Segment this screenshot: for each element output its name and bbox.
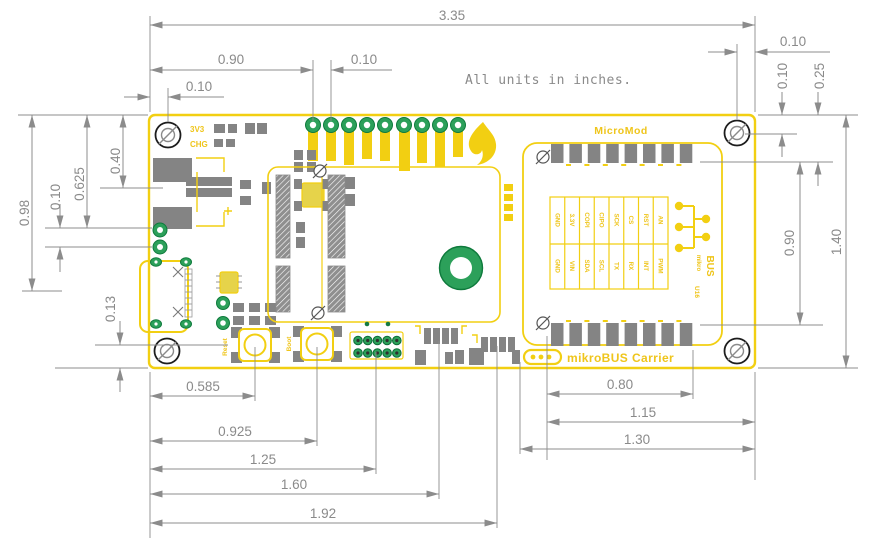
micromod-badge-icon [522, 348, 563, 366]
dim-left-to-pads2: 1.92 [310, 506, 336, 521]
mikrobus-pin-labels: GND 3.3V COPI CIPO SCK CS RST AN GND VIN… [553, 212, 663, 273]
mikro-label: mikro [695, 255, 701, 272]
left-edge-holes [152, 222, 230, 330]
mounting-hole-bottom-left [153, 337, 181, 365]
svg-text:PWM: PWM [657, 258, 664, 273]
boot-button: Boot [286, 326, 342, 362]
dim-usb-bottom: 0.98 [17, 200, 32, 226]
units-note: All units in inches. [465, 73, 632, 88]
silk-3v3-label: 3V3 [190, 125, 205, 134]
dim-qwiic-pitch: 0.10 [48, 184, 63, 210]
bus-label: BUS [704, 255, 715, 276]
dim-left-to-header: 1.25 [250, 452, 276, 467]
power-silk-cluster: 3V3 CHG [190, 123, 267, 149]
svg-text:SCK: SCK [612, 213, 619, 227]
dim-pads-to-right-edge: 1.15 [630, 405, 656, 420]
dim-socket-to-right-edge: 1.30 [624, 432, 650, 447]
silk-chg-label: CHG [190, 140, 208, 149]
dim-left-to-pads1: 1.60 [281, 477, 307, 492]
dim-board-width: 3.35 [439, 8, 465, 23]
svg-text:3.3V: 3.3V [568, 214, 575, 228]
mikrobus-pin-table [549, 196, 669, 290]
swd-header [349, 331, 404, 360]
usb-x-marks [172, 266, 184, 318]
dim-left-to-boot: 0.925 [218, 424, 252, 439]
dimension-lines [18, 16, 858, 538]
module-top-pads [551, 144, 693, 163]
mounting-hole-top-left [154, 121, 182, 149]
svg-text:SDA: SDA [583, 259, 590, 273]
dim-tr-hole-inset: 0.10 [780, 34, 806, 49]
svg-text:GND: GND [553, 259, 560, 273]
carrier-title: mikroBUS Carrier [522, 348, 674, 366]
board-outline [147, 113, 757, 370]
mounting-hole-bottom-right [723, 337, 751, 365]
boot-label: Boot [286, 336, 293, 352]
dim-usb-top: 0.40 [108, 148, 123, 174]
dim-left-to-reset: 0.585 [186, 379, 220, 394]
svg-text:CIPO: CIPO [598, 212, 605, 227]
m2-socket [267, 166, 513, 327]
reset-label: Reset [222, 337, 229, 356]
svg-text:TX: TX [612, 262, 619, 271]
dim-left-to-first-pin: 0.90 [218, 52, 244, 67]
svg-text:SCL: SCL [598, 260, 605, 273]
dim-mikrobus-pad-width: 0.80 [607, 377, 633, 392]
pcb-board: 3V3 CHG [139, 113, 757, 370]
svg-text:RX: RX [627, 262, 634, 271]
svg-text:VIN: VIN [568, 261, 575, 272]
dim-hole-to-bottom: 0.13 [103, 296, 118, 322]
bottom-right-components [415, 325, 520, 365]
dim-top-to-pads: 0.25 [812, 63, 827, 89]
svg-text:INT: INT [642, 261, 649, 271]
dim-pad-rows-span: 0.90 [782, 230, 797, 256]
dim-top-to-hole: 0.10 [775, 63, 790, 89]
carrier-label: mikroBUS Carrier [567, 351, 674, 365]
dim-board-height: 1.40 [829, 229, 844, 255]
svg-text:COPI: COPI [583, 212, 590, 227]
svg-text:CS: CS [627, 216, 634, 225]
dimension-labels: All units in inches. 3.35 0.90 0.10 0.10… [17, 8, 844, 521]
usb-c-connector [139, 257, 193, 333]
micromod-socket: MicroMod [522, 125, 723, 346]
mounting-hole-top-right [723, 119, 751, 147]
sparkfun-flame-icon [468, 122, 497, 165]
mikrobus-logo-icon: mikro BUS [674, 201, 715, 277]
dim-tl-hole-inset: 0.10 [186, 79, 212, 94]
edge-pin-header [305, 117, 466, 171]
svg-text:GND: GND [553, 213, 560, 227]
micromod-label: MicroMod [594, 125, 648, 137]
svg-text:AN: AN [657, 216, 664, 225]
edge-pin-holes [305, 117, 466, 133]
svg-text:RST: RST [642, 214, 649, 227]
dim-pin-pitch: 0.10 [351, 52, 377, 67]
dim-qwiic-top: 0.625 [72, 167, 87, 201]
screw-marks [310, 149, 551, 331]
module-bottom-pads [551, 323, 693, 346]
u16-label: U16 [693, 286, 700, 298]
